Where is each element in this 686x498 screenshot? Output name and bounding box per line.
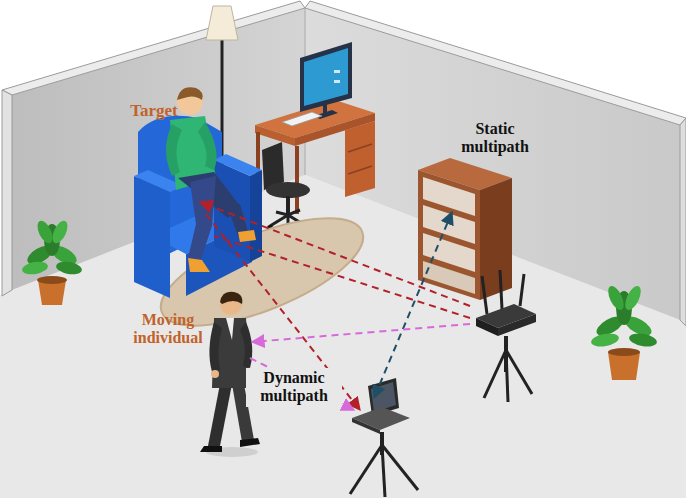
scene-label: Dynamic multipath bbox=[246, 368, 342, 407]
scene-label: Moving individual bbox=[122, 311, 214, 348]
scene-label: Static multipath bbox=[449, 120, 541, 157]
scene-label: Target bbox=[114, 101, 194, 121]
